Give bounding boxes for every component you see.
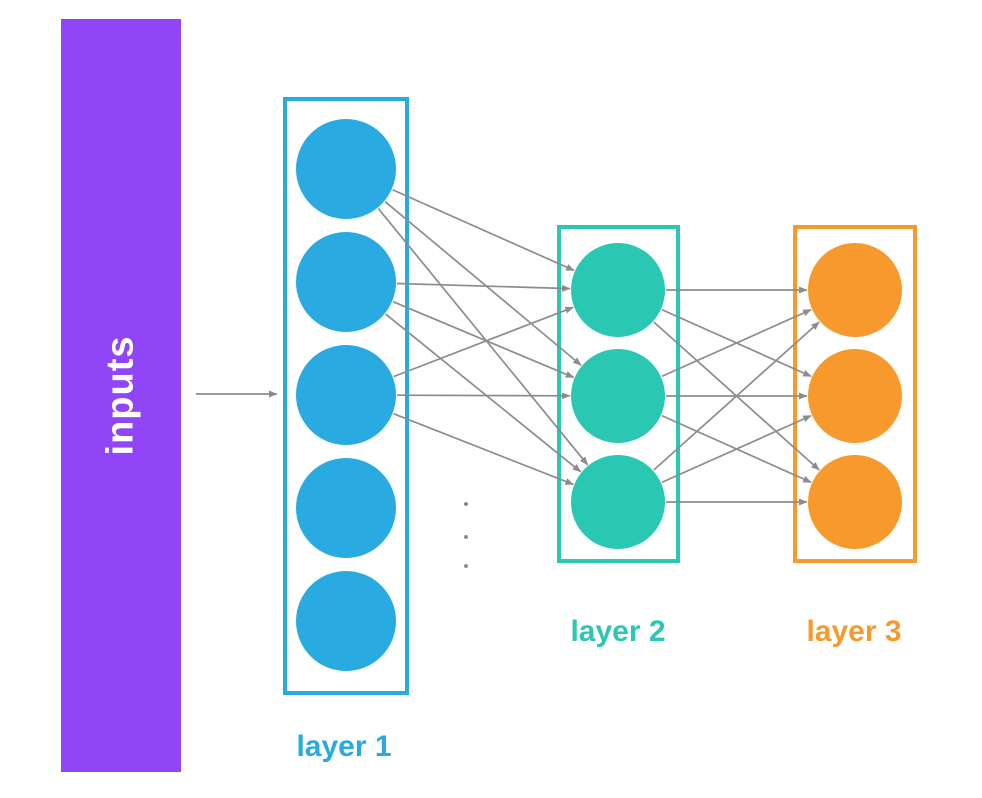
inputs-band: inputs <box>61 19 181 772</box>
connection-layer-1-n2-layer-2-n2 <box>392 300 575 379</box>
layer-2-node-3 <box>571 455 665 549</box>
layer-1-node-2 <box>296 232 396 332</box>
connection-layer-2-n2-layer-3-n3 <box>661 414 812 484</box>
layer-1-node-4 <box>296 458 396 558</box>
connection-layer-2-n3-layer-3-n2 <box>661 414 812 484</box>
connection-layer-1-n2-layer-2-n3 <box>385 313 582 473</box>
inputs-label: inputs <box>99 335 142 456</box>
ellipsis-dot <box>464 564 468 568</box>
layer-2-node-2 <box>571 349 665 443</box>
connection-layer-1-n3-layer-2-n3 <box>393 412 574 486</box>
connection-layer-2-n1-layer-3-n2 <box>661 308 812 378</box>
connection-layer-1-n3-layer-2-n1 <box>393 306 574 378</box>
layer-1-label: layer 1 <box>296 730 392 763</box>
layer-3-label: layer 3 <box>806 615 902 648</box>
connection-layer-1-n1-layer-2-n2 <box>384 201 582 366</box>
ellipsis-dot <box>464 502 468 506</box>
connection-layer-1-n3-layer-2-n2 <box>396 392 571 400</box>
layer-3-node-2 <box>808 349 902 443</box>
layer-1-node-3 <box>296 345 396 445</box>
layer-3-node-3 <box>808 455 902 549</box>
layer-2-label: layer 2 <box>570 615 666 648</box>
connection-layer-1-n1-layer-2-n1 <box>392 188 575 272</box>
layer-2-node-1 <box>571 243 665 337</box>
layer-1-node-5 <box>296 571 396 671</box>
connection-layer-2-n2-layer-3-n1 <box>661 308 812 378</box>
connection-layer-1-n2-layer-2-n1 <box>396 282 571 292</box>
ellipsis-dot <box>464 535 468 539</box>
layer-3-node-1 <box>808 243 902 337</box>
layer-1-node-1 <box>296 119 396 219</box>
